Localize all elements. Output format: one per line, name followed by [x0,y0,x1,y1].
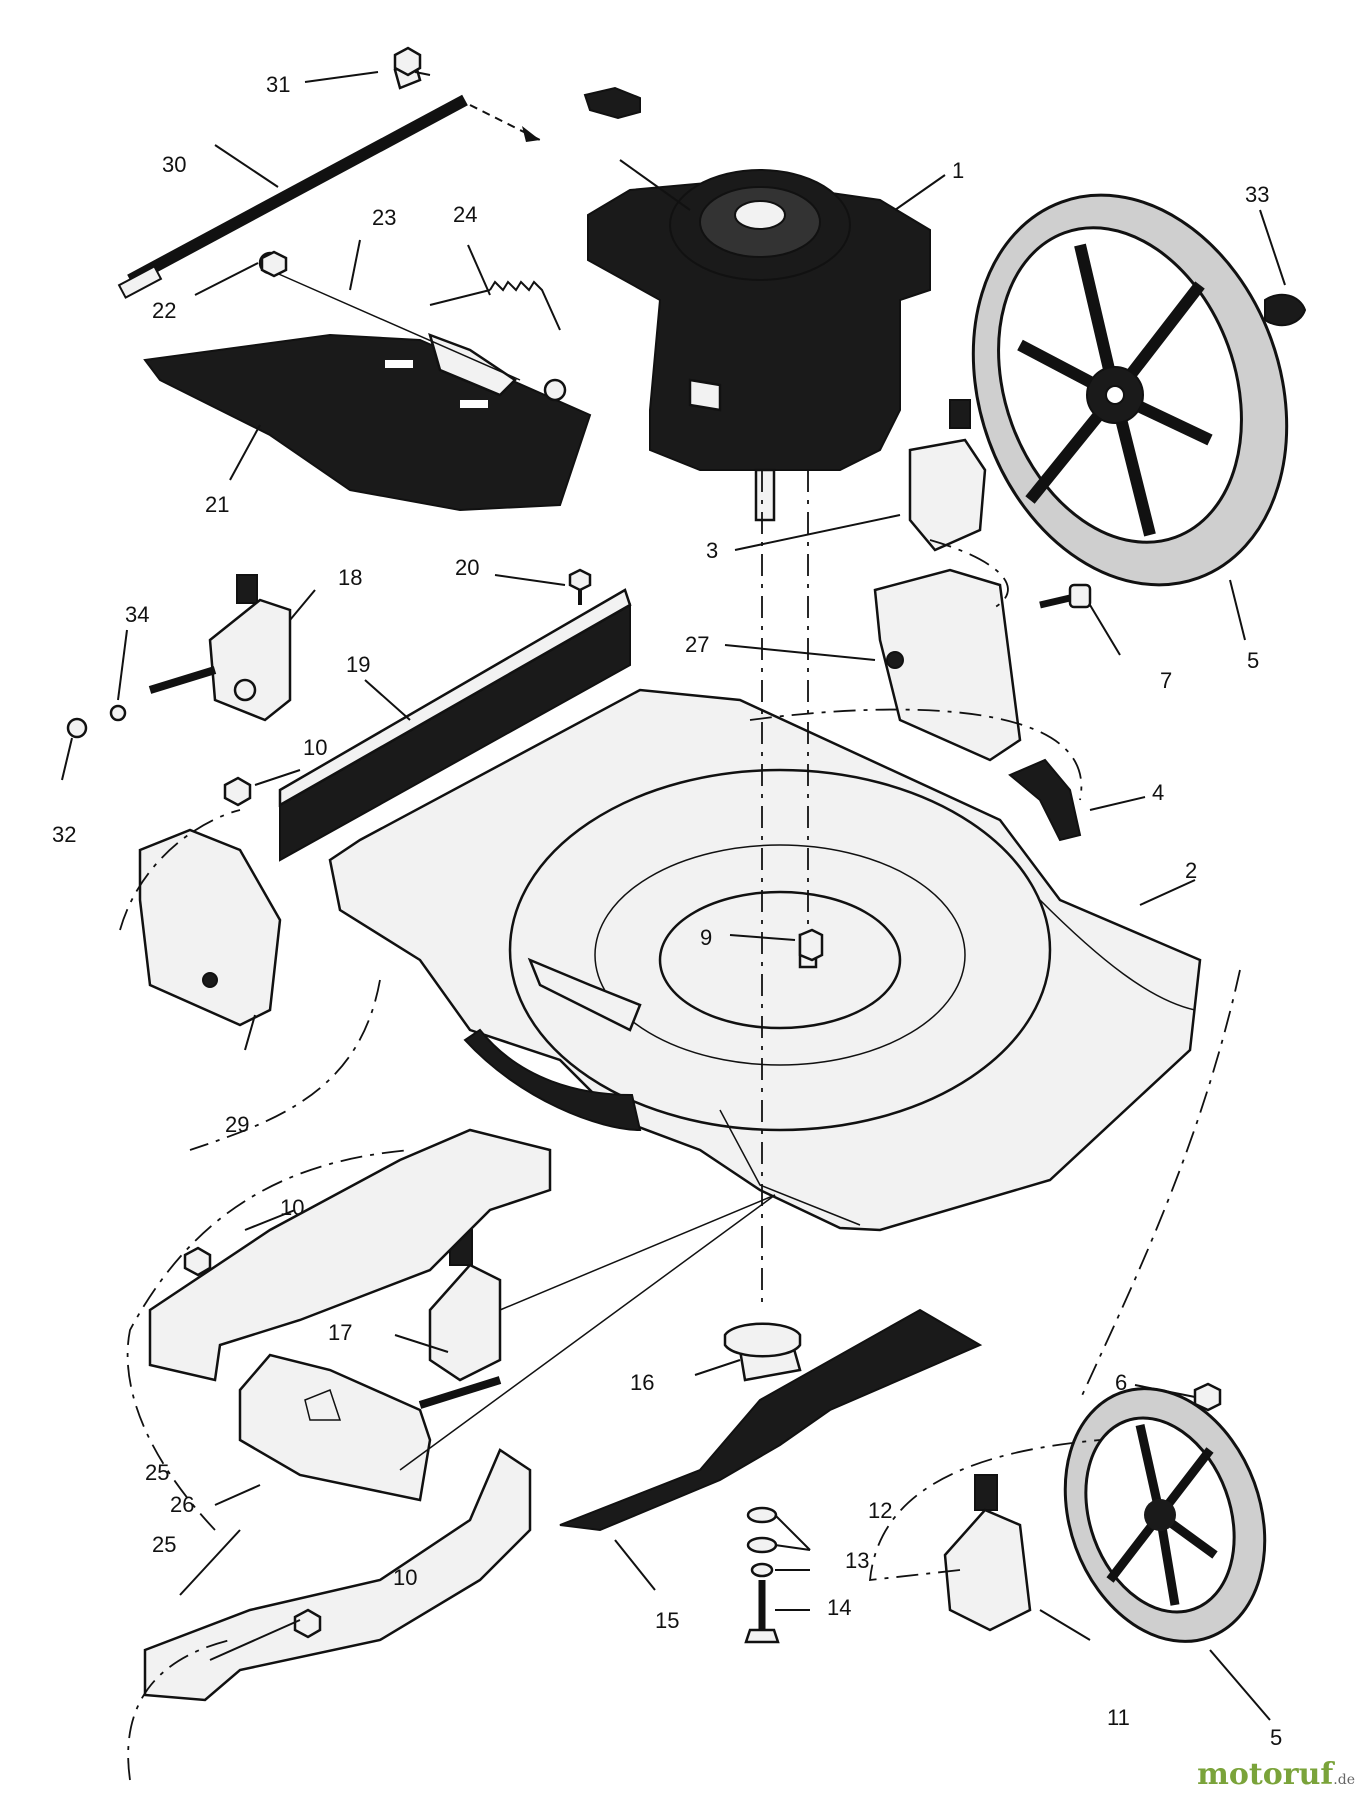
callout-13: 13 [845,1548,869,1573]
small-parts [66,46,1307,1412]
callout-19: 19 [346,652,370,677]
callout-12: 12 [868,1498,892,1523]
callout-10-c: 10 [393,1565,417,1590]
callout-10-b: 10 [280,1195,304,1220]
rear-flap [143,251,592,512]
callout-3: 3 [706,538,718,563]
height-adjuster-right-rear [873,399,1022,762]
callout-10-a: 10 [303,735,327,760]
rear-wheel [971,193,1289,587]
callout-23: 23 [372,205,396,230]
callout-5-front: 5 [1270,1725,1282,1750]
watermark-suffix: .de [1333,1772,1355,1788]
callout-17: 17 [328,1320,352,1345]
callout-27: 27 [685,632,709,657]
callout-30: 30 [162,152,186,177]
callout-22: 22 [152,298,176,323]
callouts: 1 2 3 4 5 5 6 7 9 10 10 10 11 12 13 14 1… [52,72,1282,1750]
callout-2: 2 [1185,858,1197,883]
side-skirt-lower [143,1448,532,1702]
callout-14: 14 [827,1595,851,1620]
blade-assembly [559,928,983,1644]
callout-25-a: 25 [145,1460,169,1485]
callout-5-rear: 5 [1247,648,1259,673]
baffle [278,588,632,862]
callout-18: 18 [338,565,362,590]
callout-32: 32 [52,822,76,847]
callout-15: 15 [655,1608,679,1633]
callout-9: 9 [700,925,712,950]
height-adjuster-left [148,574,292,722]
callout-34: 34 [125,602,149,627]
callout-25-b: 25 [152,1532,176,1557]
front-wheel [1063,1387,1267,1643]
callout-33: 33 [1245,182,1269,207]
callout-7: 7 [1160,668,1172,693]
callout-6: 6 [1115,1370,1127,1395]
callout-4: 4 [1152,780,1164,805]
callout-20: 20 [455,555,479,580]
callout-29: 29 [225,1112,249,1137]
callout-24: 24 [453,202,477,227]
callout-16: 16 [630,1370,654,1395]
callout-26: 26 [170,1492,194,1517]
callout-11: 11 [1107,1705,1130,1730]
callout-1: 1 [952,158,964,183]
callout-21: 21 [205,492,229,517]
engine [583,86,931,522]
wheel-cover-left [138,776,282,1027]
mower-deck [328,688,1202,1232]
watermark-logo: motoruf.de [1197,1757,1355,1792]
callout-31: 31 [266,72,290,97]
leader-lines [61,71,1286,1721]
handle-rod [117,60,541,299]
watermark-brand: motoruf [1197,1757,1334,1792]
height-adjuster-front [418,1229,1032,1632]
side-skirt-upper [148,1128,552,1382]
assembly-lines [119,470,1241,1781]
mulch-plug [238,1353,432,1502]
